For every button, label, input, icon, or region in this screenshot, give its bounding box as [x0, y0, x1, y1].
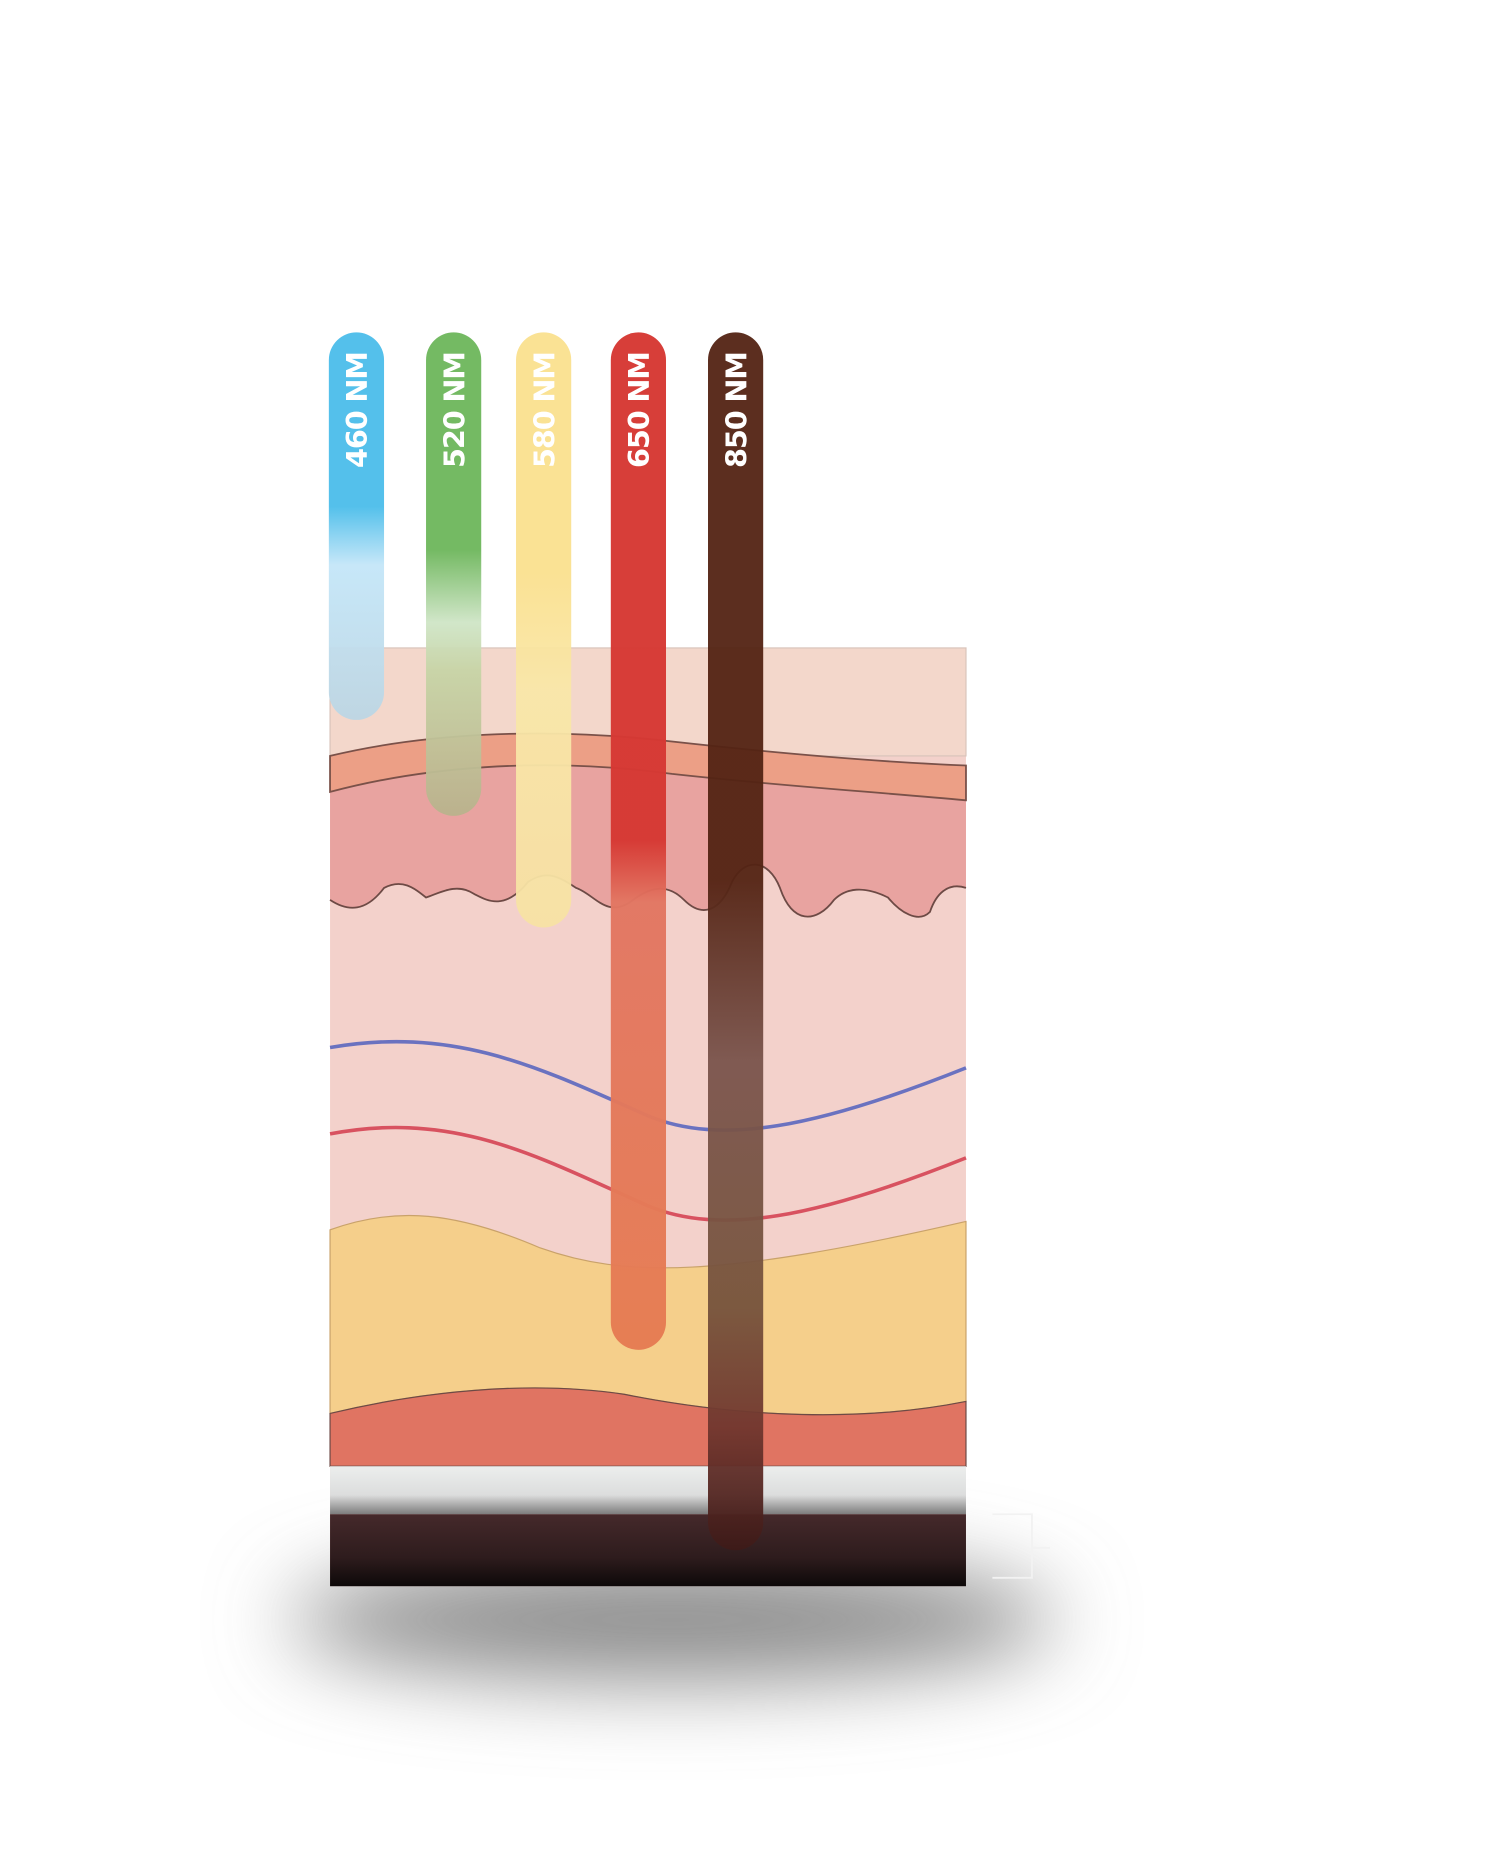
light-beam — [328, 332, 385, 720]
drop-shadow — [288, 1559, 1056, 1680]
light-beam — [516, 332, 572, 928]
layer-fascia — [330, 1466, 966, 1515]
light-beam — [610, 332, 667, 1350]
bar-460nm: 460 NM — [328, 332, 385, 720]
bar-650nm: 650 NM — [610, 332, 667, 1350]
wavelength-label: 850 NM — [719, 352, 753, 468]
layer-muscle — [329, 1387, 967, 1467]
bar-850nm: 850 NM — [708, 332, 764, 1551]
bar-520nm: 520 NM — [426, 332, 482, 816]
layer-bone — [330, 1514, 966, 1587]
bracket-mark — [992, 1513, 1050, 1579]
wavelength-label: 580 NM — [527, 352, 561, 468]
wavelength-label: 650 NM — [622, 352, 656, 468]
wavelength-label: 520 NM — [437, 352, 471, 468]
wavelength-bars: 460 NM 520 NM 580 NM 650 NM 850 NM — [328, 332, 764, 1551]
light-beam — [708, 332, 764, 1551]
light-beam — [426, 332, 482, 816]
wavelength-label: 460 NM — [340, 352, 374, 468]
bar-580nm: 580 NM — [516, 332, 572, 928]
